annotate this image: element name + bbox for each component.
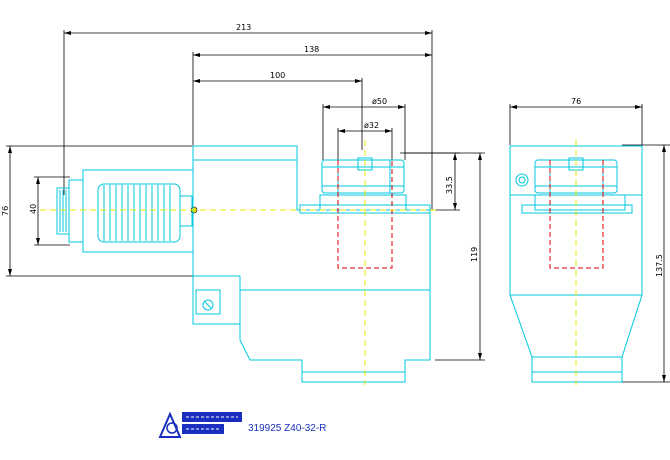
bellows-ribs (103, 185, 171, 241)
dimension-33-5: 33.5 (400, 152, 460, 211)
side-flange-base (521, 204, 633, 214)
dimension-100-label: 100 (270, 71, 285, 80)
collet-nut (321, 159, 405, 194)
dimension-d32: ø32 (337, 121, 393, 160)
coupling-end (179, 195, 193, 227)
side-boss-inner (195, 289, 221, 315)
dimension-137-5-label: 137.5 (655, 254, 664, 277)
part-number-caption: 319925 Z40-32-R (248, 423, 327, 434)
dimension-40-label: 40 (29, 204, 38, 214)
dimension-d50-label: ø50 (372, 97, 387, 106)
dimension-137-5: 137.5 (622, 144, 670, 383)
dimension-d32-label: ø32 (364, 121, 379, 130)
shank-collar (68, 179, 84, 243)
dimension-76-left-label: 76 (1, 206, 10, 216)
spindle-flange (319, 194, 407, 211)
dimension-76-top-label: 76 (571, 97, 581, 106)
dimension-213-label: 213 (236, 23, 251, 32)
coolant-port-icon (202, 299, 214, 311)
dimension-33-5-label: 33.5 (445, 176, 454, 194)
side-boss (192, 275, 241, 325)
side-coolant-port-icon (515, 173, 529, 187)
dimension-138: 138 (192, 45, 432, 145)
dimension-40: 40 (29, 176, 70, 246)
side-flange (534, 194, 626, 211)
dimension-76-top: 76 (509, 97, 643, 145)
front-view (40, 140, 440, 385)
dimension-119: 119 (405, 152, 485, 361)
dimension-d50: ø50 (322, 97, 406, 160)
dimension-119-label: 119 (470, 247, 479, 262)
dimension-76-left: 76 (1, 145, 193, 277)
collet-bore-hidden (337, 160, 393, 269)
dimension-100: 100 (193, 71, 363, 150)
side-housing (509, 145, 643, 383)
hurricane-logo (158, 411, 242, 438)
dimension-138-label: 138 (304, 45, 319, 54)
side-view (509, 140, 643, 385)
dimension-213: 213 (63, 23, 433, 210)
